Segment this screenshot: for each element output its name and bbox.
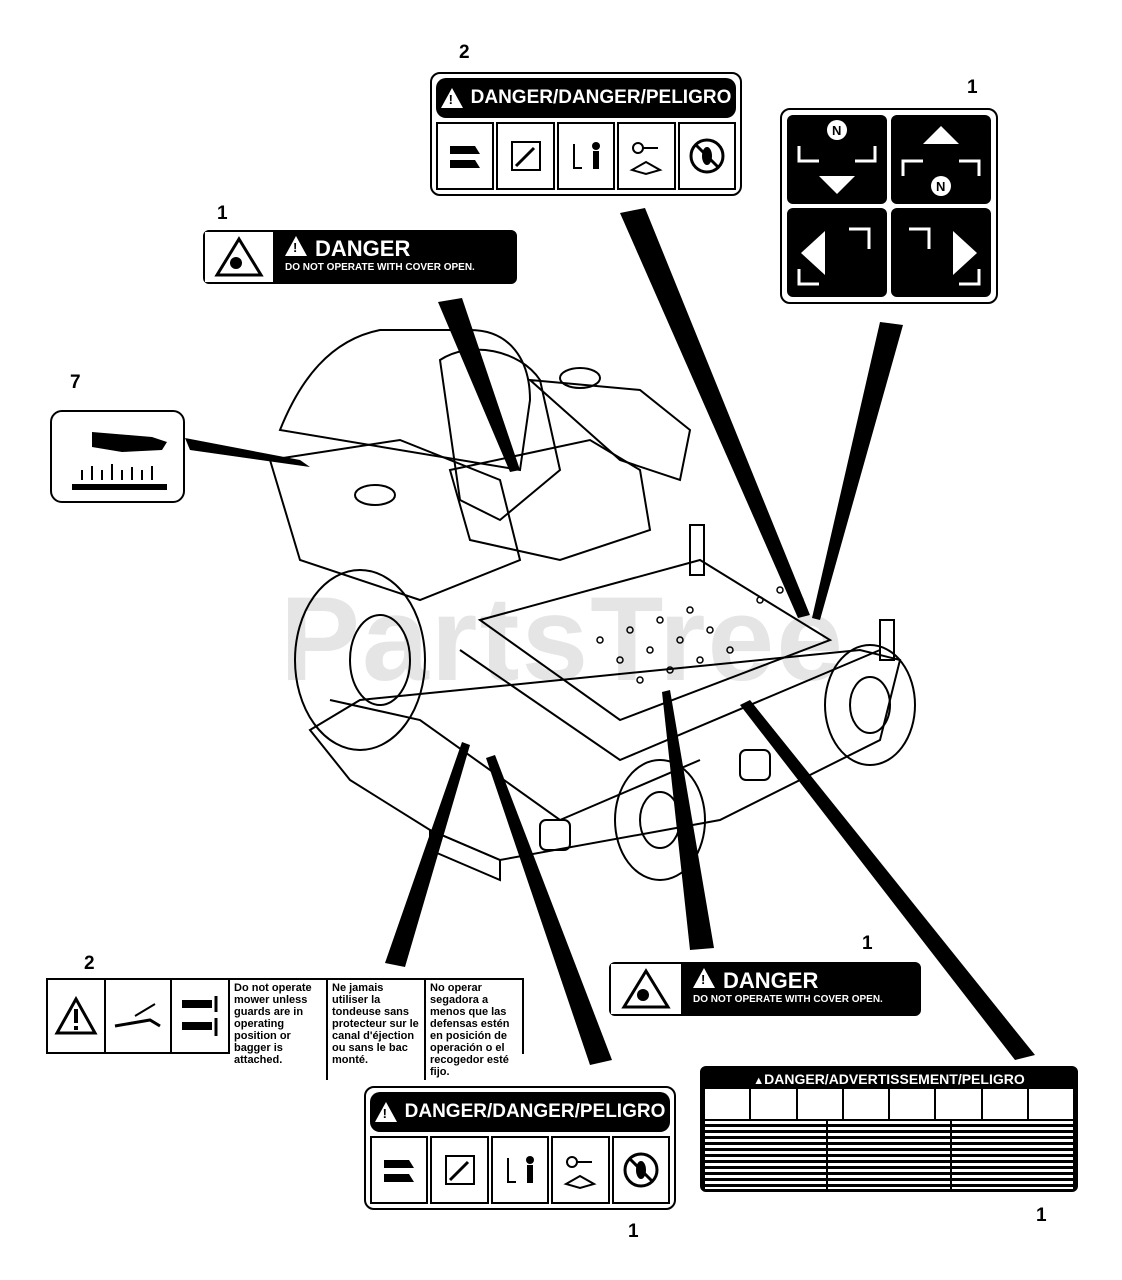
leader-cover-upper [438, 298, 520, 472]
danger-banner: DANGER/DANGER/PELIGRO [436, 78, 736, 118]
blade-hazard-icon [611, 964, 683, 1014]
decal-advertissement: ▲DANGER/ADVERTISSEMENT/PELIGRO [700, 1066, 1078, 1192]
leader-guards [385, 742, 470, 967]
passenger-icon [936, 1089, 981, 1119]
decal-title: DANGER/DANGER/PELIGRO [404, 1101, 666, 1122]
forward-icon: N [891, 115, 991, 204]
decal-title: DANGER [315, 236, 411, 261]
fuel-tank-right [527, 378, 692, 482]
neutral-label: N [936, 179, 945, 194]
footrest-plate [477, 558, 833, 722]
thrown-object-icon [106, 980, 172, 1052]
decal-danger-cover-upper: DANGER DO NOT OPERATE WITH COVER OPEN. [203, 230, 517, 284]
callout-number: 7 [70, 372, 81, 393]
hand-cut-icon [436, 122, 495, 190]
warning-triangle-icon [705, 1089, 750, 1119]
blade-hazard-icon [205, 232, 275, 282]
leader-danger-top [620, 208, 810, 618]
rear-wheel-left [294, 569, 426, 751]
slope-icon [1028, 1089, 1073, 1119]
leader-hand [185, 438, 310, 467]
warning-triangle-icon [285, 236, 307, 256]
seat-back [438, 348, 562, 522]
decal-text-en: Do not operate mower unless guards are i… [230, 980, 328, 1080]
manual-icon [751, 1089, 796, 1119]
callout-number: 1 [1036, 1205, 1047, 1226]
no-step-icon [611, 1136, 671, 1204]
engine-hood [278, 329, 532, 472]
callout-number: 2 [459, 42, 470, 63]
deflector-icon [172, 980, 230, 1052]
fine-print [705, 1121, 1073, 1189]
hot-surface-hand-icon [72, 432, 167, 490]
callout-number: 1 [967, 77, 978, 98]
watermark: PartsTree [280, 572, 846, 706]
front-wheel-right [824, 644, 916, 766]
leader-cover-lower [662, 690, 714, 950]
reverse-icon: N [787, 115, 887, 204]
keep-distance-icon [490, 1136, 550, 1204]
decal-danger-cover-lower: DANGER DO NOT OPERATE WITH COVER OPEN. [609, 962, 921, 1016]
fuel-cap-left [354, 484, 396, 506]
leader-danger-bottom [486, 755, 612, 1065]
thrown-object-icon [496, 122, 555, 190]
warning-triangle-icon [440, 88, 463, 108]
decal-steering-control: N N [780, 108, 998, 304]
decal-guards: Do not operate mower unless guards are i… [46, 978, 524, 1080]
rider-icon [843, 1089, 888, 1119]
fuel-cap-right [559, 367, 601, 389]
keep-distance-icon [797, 1089, 842, 1119]
warning-triangle-icon: ▲ [753, 1075, 765, 1087]
decal-text: DO NOT OPERATE WITH COVER OPEN. [285, 262, 475, 273]
decal-title: ▲DANGER/ADVERTISSEMENT/PELIGRO [753, 1071, 1025, 1087]
callout-number: 1 [862, 933, 873, 954]
neutral-label: N [832, 123, 841, 138]
danger-banner: DANGER/DANGER/PELIGRO [370, 1092, 670, 1132]
seat-cushion [448, 438, 652, 562]
remove-key-manual-icon [551, 1136, 610, 1204]
decal-danger-multi-top: DANGER/DANGER/PELIGRO [430, 72, 742, 196]
decal-text-fr: Ne jamais utiliser la tondeuse sans prot… [328, 980, 426, 1080]
fuel-tank-left [268, 438, 522, 602]
thrown-object-icon [982, 1089, 1027, 1119]
decal-text-es: No operar segadora a menos que las defen… [430, 982, 510, 1078]
turn-right-icon [891, 208, 991, 297]
warning-triangle-icon [374, 1102, 397, 1122]
decal-text: DO NOT OPERATE WITH COVER OPEN. [693, 994, 883, 1005]
decal-danger-multi-bottom: DANGER/DANGER/PELIGRO [364, 1086, 676, 1210]
tractor-icon [890, 1089, 935, 1119]
hand-cut-icon [370, 1136, 429, 1204]
callout-number: 2 [84, 953, 95, 974]
remove-key-manual-icon [617, 122, 676, 190]
decal-title: DANGER/DANGER/PELIGRO [470, 87, 732, 108]
callout-number: 1 [628, 1221, 639, 1242]
turn-left-icon [787, 208, 887, 297]
thrown-object-icon [430, 1136, 489, 1204]
decal-title: DANGER [723, 968, 819, 993]
no-step-icon [677, 122, 737, 190]
warning-triangle-icon [693, 968, 715, 988]
warning-triangle-icon [48, 980, 106, 1052]
callout-number: 1 [217, 203, 228, 224]
decal-hot-surface [50, 410, 185, 503]
leader-advert [740, 700, 1035, 1060]
leader-steer [812, 322, 903, 620]
mower-deck [308, 648, 902, 862]
front-wheel-left [614, 759, 706, 881]
keep-distance-icon [556, 122, 616, 190]
